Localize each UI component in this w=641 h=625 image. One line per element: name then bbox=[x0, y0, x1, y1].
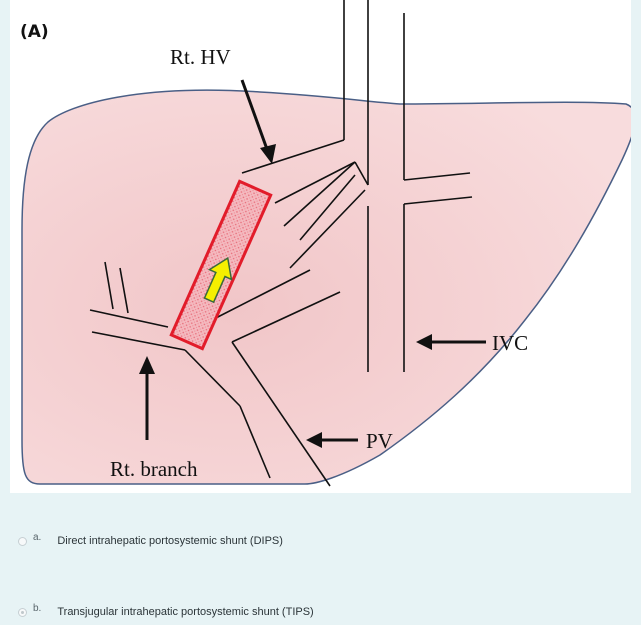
figure-image: (A) Rt. HV IVC PV Rt. branch bbox=[10, 0, 631, 493]
option-b-text: Transjugular intrahepatic portosystemic … bbox=[57, 606, 313, 618]
label-ivc: IVC bbox=[492, 331, 528, 355]
option-a-text: Direct intrahepatic portosystemic shunt … bbox=[57, 535, 283, 547]
label-rt-branch: Rt. branch bbox=[110, 457, 198, 481]
radio-option-a[interactable] bbox=[18, 537, 27, 546]
answer-option-b[interactable]: b. Transjugular intrahepatic portosystem… bbox=[18, 600, 314, 624]
option-b-letter: b. bbox=[33, 603, 41, 614]
label-pv: PV bbox=[366, 429, 393, 453]
radio-option-b[interactable] bbox=[18, 608, 27, 617]
panel-label: (A) bbox=[20, 22, 49, 42]
answer-option-a[interactable]: a. Direct intrahepatic portosystemic shu… bbox=[18, 529, 283, 553]
liver-shape bbox=[22, 90, 631, 484]
option-a-letter: a. bbox=[33, 532, 41, 543]
label-rt-hv: Rt. HV bbox=[170, 45, 231, 69]
